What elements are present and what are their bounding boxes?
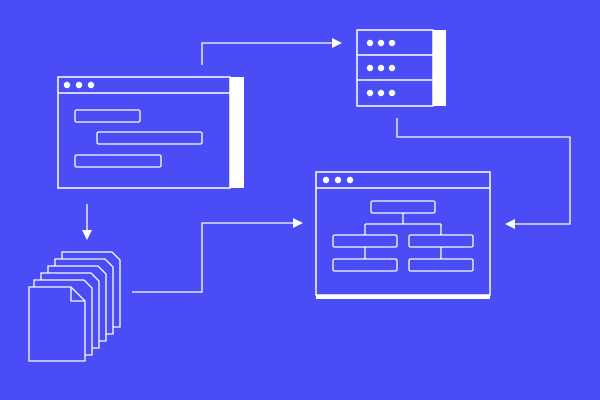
text-field xyxy=(74,154,162,168)
server-led xyxy=(377,39,385,47)
server-led xyxy=(377,64,385,72)
connector-source-to-server xyxy=(201,42,332,65)
hierarchy-child-node xyxy=(332,258,398,272)
server-led xyxy=(366,89,374,97)
document-stack xyxy=(28,251,121,362)
connector-server-to-target xyxy=(396,118,571,225)
arrow-head xyxy=(82,230,92,240)
window-control-dot xyxy=(63,81,71,89)
window-control-dot xyxy=(75,81,83,89)
server-led xyxy=(388,89,396,97)
server-led xyxy=(377,89,385,97)
document-page xyxy=(28,286,86,362)
server-led xyxy=(388,64,396,72)
target-window xyxy=(315,171,491,299)
document-page-fold xyxy=(70,287,85,302)
server-rack xyxy=(356,29,446,107)
arrow-head xyxy=(505,219,515,229)
server-led xyxy=(388,39,396,47)
arrow-head xyxy=(293,218,303,228)
connectors xyxy=(82,38,571,293)
server-led xyxy=(366,64,374,72)
window-control-dot xyxy=(334,176,342,184)
window-control-dot xyxy=(87,81,95,89)
window-control-dot xyxy=(346,176,354,184)
server-led xyxy=(366,39,374,47)
text-field xyxy=(74,109,141,123)
hierarchy-child-node xyxy=(408,258,474,272)
source-window xyxy=(57,76,244,189)
target-window-frame xyxy=(315,171,491,296)
arrow-head xyxy=(332,38,342,48)
text-field xyxy=(96,131,203,145)
connector-documents-to-target xyxy=(132,222,293,293)
window-control-dot xyxy=(322,176,330,184)
